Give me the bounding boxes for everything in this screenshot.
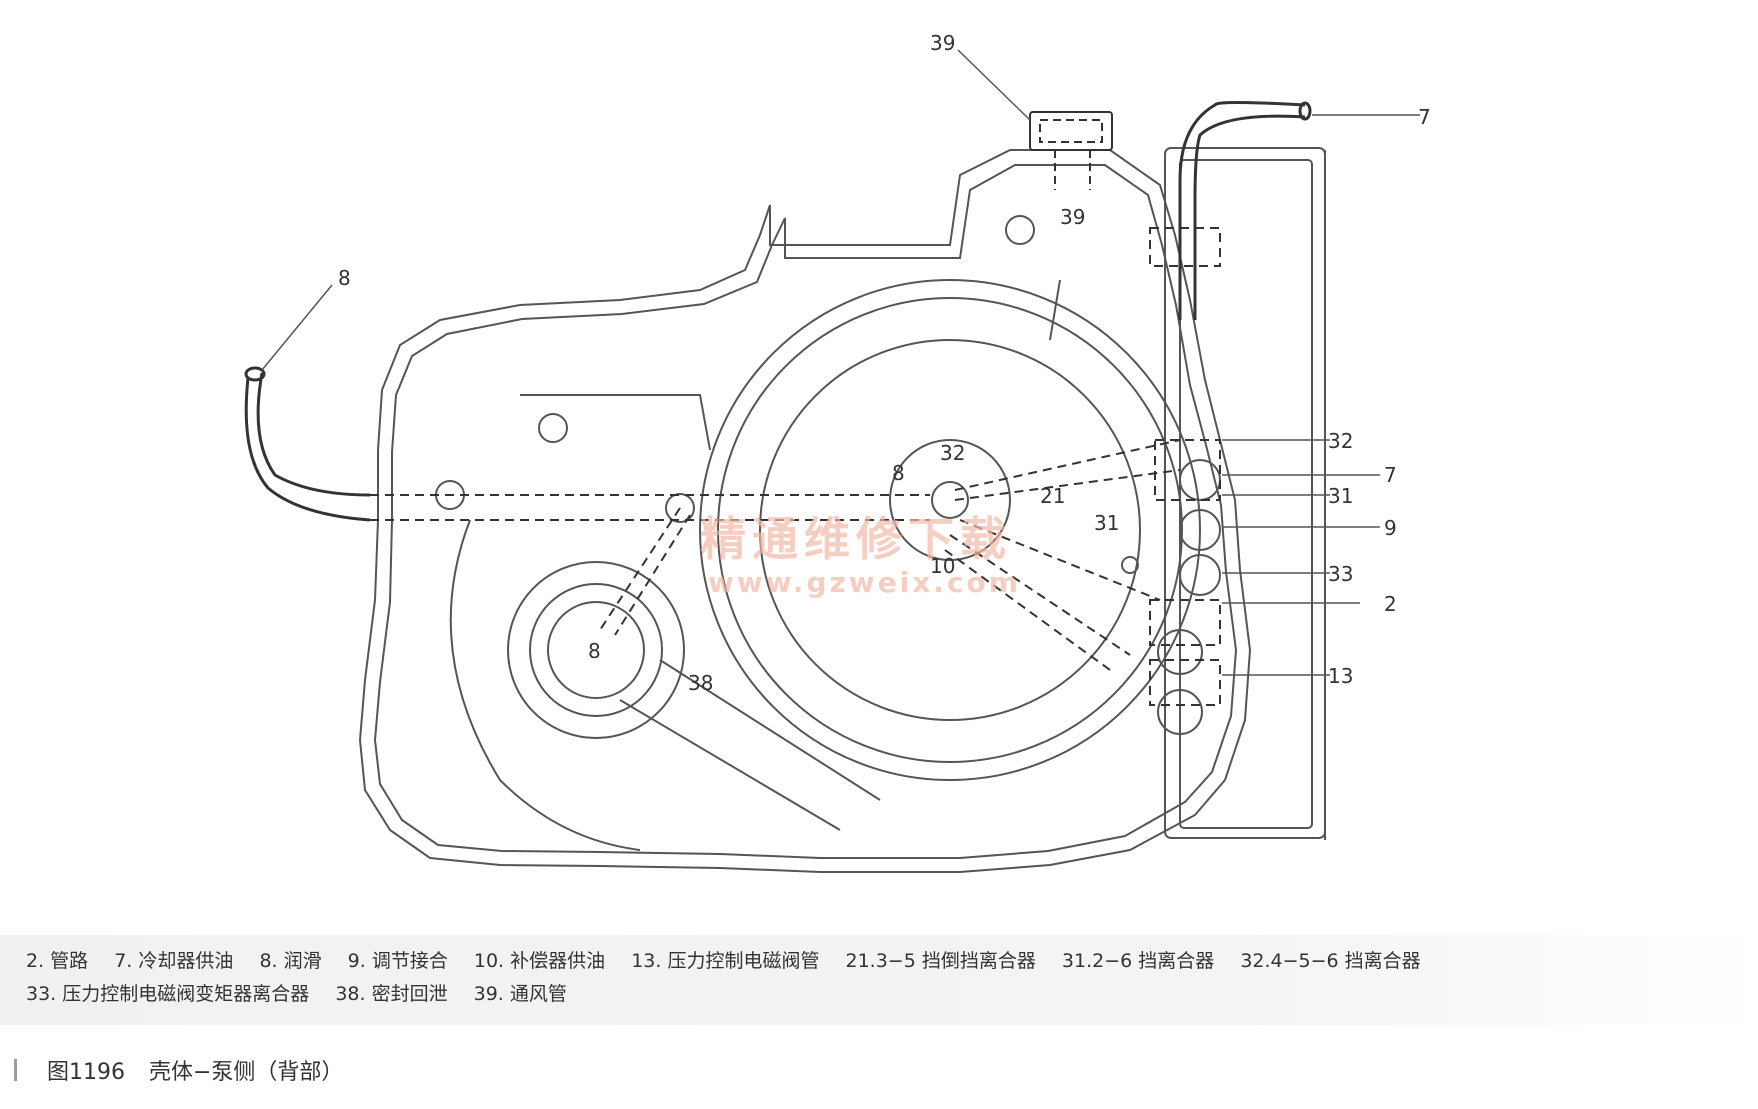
legend-item: 10. 补偿器供油 xyxy=(473,950,606,972)
legend-item: 2. 管路 xyxy=(26,950,89,972)
callout-8-left: 8 xyxy=(338,266,351,290)
callout-8-center: 8 xyxy=(892,461,905,485)
legend-item: 39. 通风管 xyxy=(473,983,567,1005)
watermark-url: www.gzweix.com xyxy=(708,566,1021,599)
figure-number: 图1196 xyxy=(47,1060,125,1085)
figure-caption: 图1196 壳体−泵侧（背部） xyxy=(14,1053,343,1087)
oil-passages xyxy=(370,180,1221,706)
legend-item: 31.2−6 挡离合器 xyxy=(1061,950,1215,972)
callout-13: 13 xyxy=(1328,664,1353,688)
callout-31-right: 31 xyxy=(1328,484,1353,508)
transmission-case-diagram: 39 39 7 8 32 7 31 9 33 2 13 32 8 21 31 1… xyxy=(244,31,1431,873)
legend-item: 32.4−5−6 挡离合器 xyxy=(1240,950,1421,972)
callout-32-right: 32 xyxy=(1328,429,1353,453)
legend-item: 33. 压力控制电磁阀变矩器离合器 xyxy=(26,983,310,1005)
callout-32-center: 32 xyxy=(940,441,965,465)
legend-item: 38. 密封回泄 xyxy=(335,983,448,1005)
lube-pipe-left xyxy=(244,366,371,522)
legend-item: 8. 润滑 xyxy=(259,950,322,972)
caption-marker xyxy=(14,1059,17,1081)
figure-title: 壳体−泵侧（背部） xyxy=(149,1060,344,1085)
legend-item: 13. 压力控制电磁阀管 xyxy=(631,950,820,972)
leader-lines xyxy=(261,49,1420,676)
callout-39-top: 39 xyxy=(930,31,955,55)
legend: 2. 管路 7. 冷却器供油 8. 润滑 9. 调节接合 10. 补偿器供油 1… xyxy=(26,945,1736,1011)
callout-2: 2 xyxy=(1384,592,1397,616)
legend-item: 21.3−5 挡倒挡离合器 xyxy=(845,950,1036,972)
vent-pipe xyxy=(1029,111,1113,190)
callout-9: 9 xyxy=(1384,516,1397,540)
callout-21: 21 xyxy=(1040,484,1065,508)
callout-33: 33 xyxy=(1328,562,1353,586)
legend-band xyxy=(0,935,1758,1025)
callout-39-mid: 39 xyxy=(1060,205,1085,229)
legend-item: 9. 调节接合 xyxy=(347,950,448,972)
callout-31-inner: 31 xyxy=(1094,511,1119,535)
callout-8-lower: 8 xyxy=(588,639,601,663)
callout-7-top: 7 xyxy=(1418,105,1431,129)
callout-10: 10 xyxy=(930,554,955,578)
cooler-pipe xyxy=(1178,101,1312,320)
callout-7-right: 7 xyxy=(1384,463,1397,487)
legend-item: 7. 冷却器供油 xyxy=(114,950,234,972)
watermark-name: 精通维修下载 xyxy=(700,512,1012,566)
callout-38: 38 xyxy=(688,671,713,695)
